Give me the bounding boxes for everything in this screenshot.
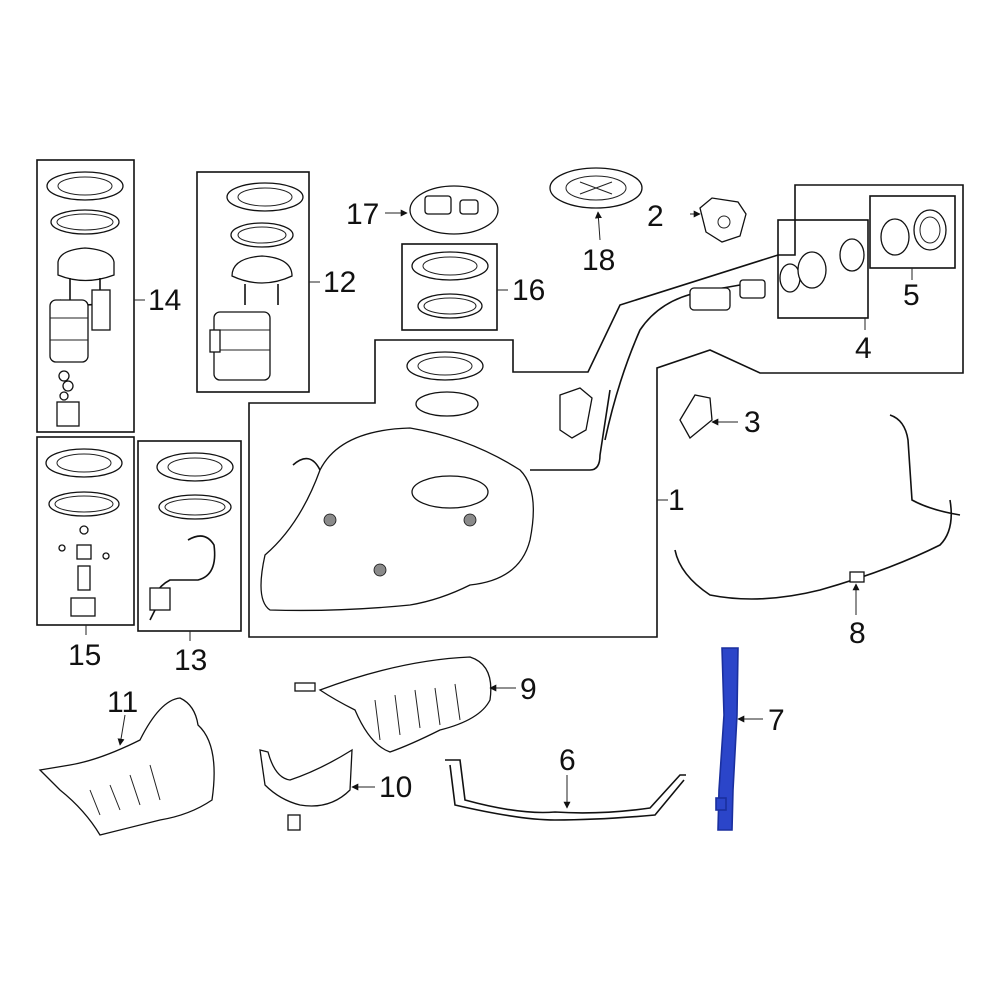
frame-14	[36, 159, 135, 433]
part-10-bracket	[259, 748, 353, 831]
part-15-seals-valve	[45, 448, 123, 617]
part-5-filler-cap-components	[880, 209, 947, 256]
callout-1: 1	[668, 484, 685, 517]
callout-18: 18	[582, 244, 615, 277]
part-16-lock-ring-seal	[411, 251, 489, 319]
callout-17: 17	[346, 198, 379, 231]
part-12-pump-assembly	[209, 182, 304, 381]
callout-15: 15	[68, 639, 101, 672]
callout-8: 8	[849, 617, 866, 650]
callout-11: 11	[107, 686, 138, 719]
callout-3: 3	[744, 406, 761, 439]
part-3-bracket	[679, 394, 713, 439]
callout-16: 16	[512, 274, 545, 307]
part-14-pump-assembly	[46, 171, 124, 427]
callout-12: 12	[323, 266, 356, 299]
part-6-strap	[445, 759, 686, 821]
callout-7: 7	[768, 704, 785, 737]
part-4-filler-components	[779, 238, 865, 293]
part-18-cover	[549, 167, 643, 209]
part-2-valve	[699, 197, 747, 243]
callout-9: 9	[520, 673, 537, 706]
part-1-fuel-tank	[260, 351, 611, 612]
callout-2: 2	[647, 200, 664, 233]
part-17-cover-plate	[409, 185, 499, 235]
callout-10: 10	[379, 771, 412, 804]
part-9-heat-shield	[294, 656, 492, 753]
filler-pipe	[604, 279, 766, 441]
leader-lines	[85, 209, 913, 809]
part-7-strap-highlighted	[715, 647, 739, 831]
frame-4-inner	[777, 219, 869, 319]
part-13-sender-unit	[149, 452, 234, 621]
frame-4	[248, 184, 964, 638]
callout-6: 6	[559, 744, 576, 777]
part-8-pipe	[674, 414, 961, 600]
callout-13: 13	[174, 644, 207, 677]
frame-16	[401, 243, 498, 331]
callout-4: 4	[855, 332, 872, 365]
callout-5: 5	[903, 279, 920, 312]
part-11-heat-shield	[38, 697, 215, 836]
callout-14: 14	[148, 284, 181, 317]
